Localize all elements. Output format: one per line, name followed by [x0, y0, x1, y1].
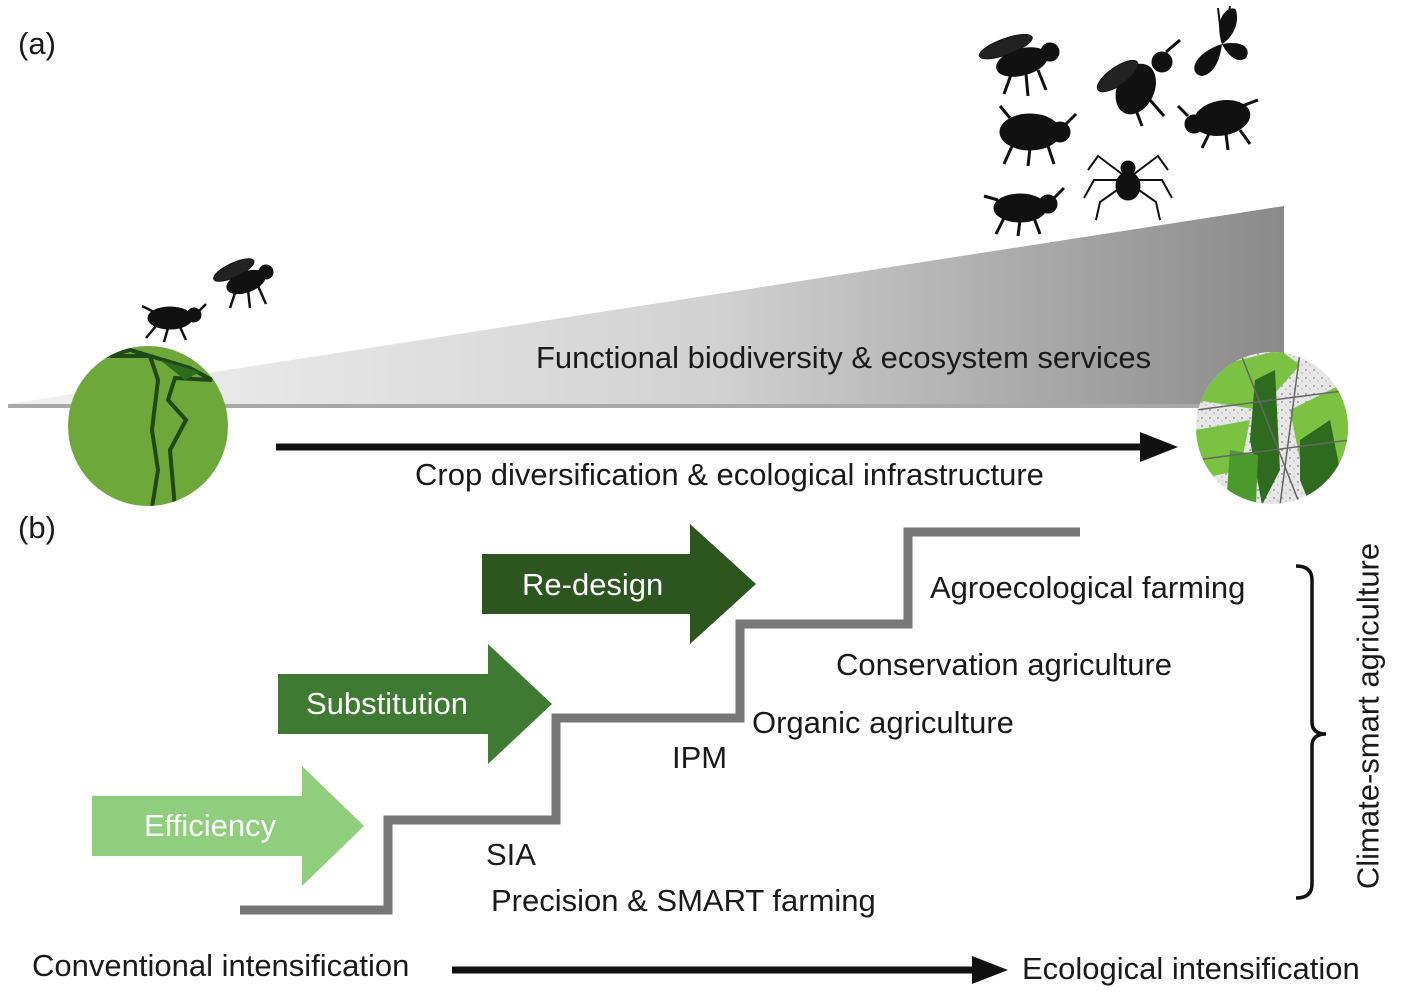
step-precision: Precision & SMART farming [491, 883, 876, 918]
fly-silhouette-icon [213, 258, 274, 309]
step-sia: SIA [486, 837, 536, 872]
beetle-silhouette-icon [141, 303, 207, 343]
wedge-label: Functional biodiversity & ecosystem serv… [536, 340, 1152, 375]
step-conservation: Conservation agriculture [836, 647, 1173, 682]
step-organic: Organic agriculture [752, 705, 1014, 740]
climate-smart-label: Climate-smart agriculture [1350, 542, 1386, 890]
axis-start-label: Conventional intensification [32, 948, 410, 983]
butterfly-silhouette-icon [1194, 5, 1248, 76]
intensification-axis-arrow [452, 956, 1008, 984]
redesign-arrow [482, 524, 756, 644]
substitution-arrow [278, 644, 552, 764]
beetle-silhouette-icon [983, 186, 1066, 237]
substitution-arrow-label: Substitution [306, 686, 468, 721]
fly-silhouette-icon [978, 33, 1060, 97]
axis-end-label: Ecological intensification [1022, 951, 1360, 986]
panel-a-label: (a) [18, 26, 56, 61]
diversification-label: Crop diversification & ecological infras… [415, 457, 1044, 492]
redesign-arrow-label: Re-design [522, 567, 664, 602]
spider-silhouette-icon [1083, 154, 1173, 221]
step-agroecological: Agroecological farming [930, 570, 1246, 605]
intensification-staircase [240, 527, 1080, 915]
beetle-silhouette-icon [1176, 98, 1259, 151]
efficiency-arrow-label: Efficiency [144, 808, 277, 843]
panel-b-label: (b) [18, 510, 56, 545]
efficiency-arrow [92, 766, 364, 886]
wasp-silhouette-icon [1096, 38, 1181, 127]
step-ipm: IPM [672, 740, 728, 775]
beetle-silhouette-icon [998, 105, 1078, 167]
diversification-arrow [276, 432, 1178, 462]
biodiversity-wedge [8, 206, 1284, 408]
simple-field-icon [68, 346, 228, 506]
climate-smart-bracket [1295, 564, 1327, 900]
